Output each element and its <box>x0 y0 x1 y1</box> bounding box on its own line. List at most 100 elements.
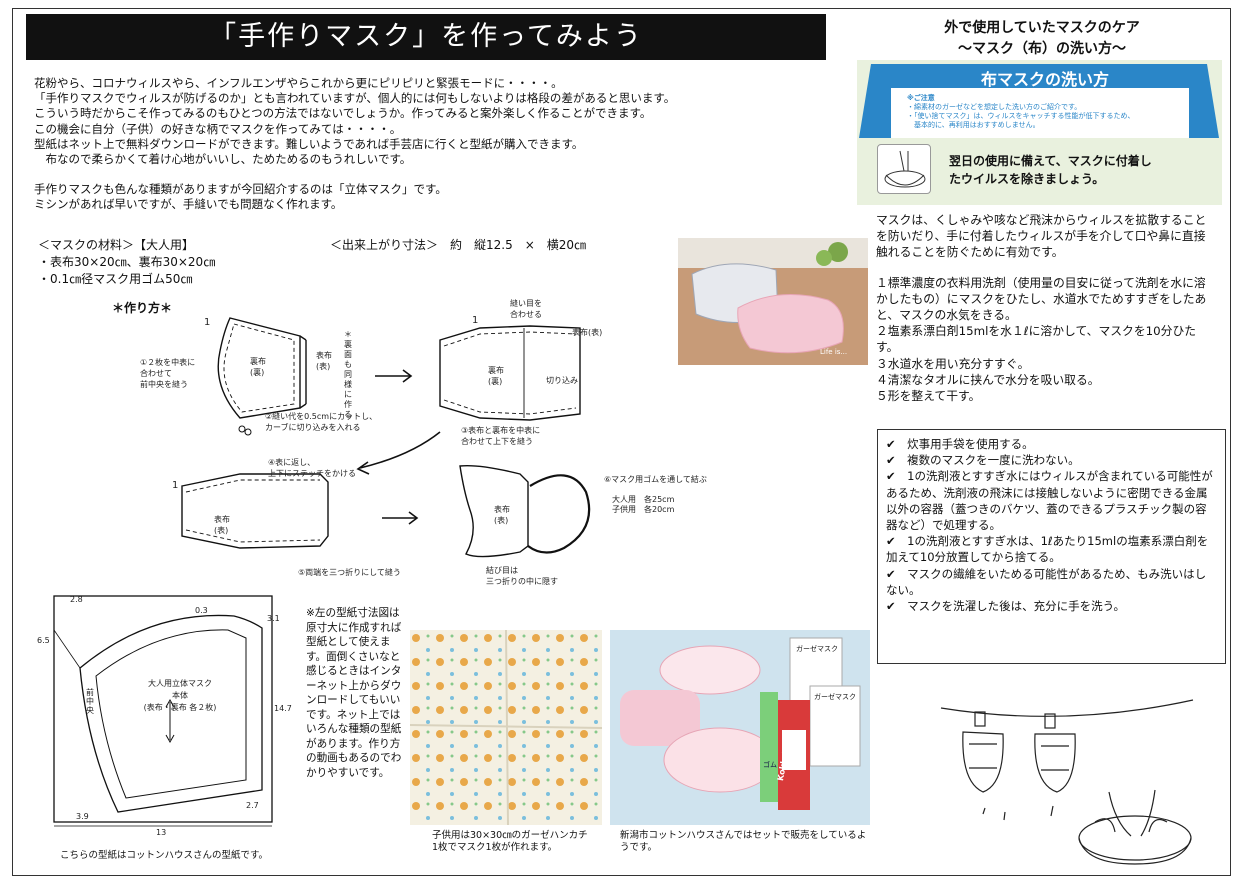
steps-heading: ＊作り方＊ <box>112 301 173 315</box>
washing-bowl-icon <box>877 144 931 194</box>
pattern-caption: こちらの型紙はコットンハウスさんの型紙です。 <box>60 850 269 861</box>
cut-label: 切り込み <box>546 376 578 385</box>
poster-note-head: ※ご注意 <box>907 94 935 102</box>
step4-mask-shape <box>181 473 329 549</box>
pattern-note: ※左の型紙寸法図は原寸大に作成すれば型紙として使えます。面倒くさいなと感じるとき… <box>306 607 402 779</box>
front-center-label: 前 中 央 <box>86 688 94 715</box>
step-number: 1 <box>204 317 211 328</box>
photo-caption-gauze: 子供用は30×30㎝のガーゼハンカチ1枚でマスク1枚が作れます。 <box>432 830 588 853</box>
step1-label: ①２枚を中表に 合わせて 前中央を縫う <box>140 358 196 389</box>
intro-line: 手作りマスクも色んな種類がありますが今回紹介するのは「立体マスク」です。 <box>34 182 447 197</box>
step6-label: ⑥マスク用ゴムを通して結ぶ <box>604 475 707 484</box>
pattern-dim: 6.5 <box>37 636 50 645</box>
elastic-size-adult: 大人用 各25cm <box>612 495 675 504</box>
step4-label: ④表に返し、 上下にステッチをかける <box>268 458 356 478</box>
pattern-label: (表布・裏布 各２枚) <box>143 703 217 712</box>
materials-heading: ＜マスクの材料＞【大人用】 <box>38 238 195 252</box>
page-frame <box>12 8 1231 876</box>
care-step: ２塩素系漂白剤15mlを水１ℓに溶かして、マスクを10分ひたす。 <box>876 324 1197 355</box>
step3-label: ③表布と裏布を中表に 合わせて上下を縫う <box>461 426 541 446</box>
check-icon: ✔ <box>886 469 896 484</box>
outer-label-step4: 表布 (表) <box>214 515 230 535</box>
elastic-size-child: 子供用 各20cm <box>612 505 675 514</box>
poster-note: ・綿素材のガーゼなどを想定した洗い方のご紹介です。 <box>907 103 1082 111</box>
step-number: 1 <box>472 315 479 326</box>
photo-caption-kit: 新潟市コットンハウスさんではセットで販売をしているようです。 <box>620 830 867 853</box>
step6-mask-shape <box>459 464 529 558</box>
pattern-dim: 0.3 <box>195 606 208 615</box>
photo-watermark: Life is... <box>820 348 848 356</box>
pattern-label: 本体 <box>172 691 188 700</box>
checklist-item: ✔ 炊事用手袋を使用する。 <box>886 437 1034 451</box>
finished-size: ＜出来上がり寸法＞ 約 縦12.5 × 横20㎝ <box>330 238 587 252</box>
care-step: ５形を整えて干す。 <box>876 389 981 404</box>
intro-line: 布なので柔らかくて着け心地がいいし、ためためるのもうれしいです。 <box>34 152 412 167</box>
gauze-handkerchief-photo <box>410 630 602 825</box>
poster-message: 翌日の使用に備えて、マスクに付着し たウイルスを除きましょう。 <box>949 154 1152 186</box>
step5-label: ⑤両端を三つ折りにして縫う <box>298 568 401 577</box>
step1-pattern-shape <box>217 317 301 419</box>
care-title: 外で使用していたマスクのケア ～マスク（布）の洗い方～ <box>860 18 1224 60</box>
step2-label: ②縫い代を0.5cmにカットし、 カーブに切り込みを入れる <box>265 412 378 432</box>
checklist-item: ✔ 複数のマスクを一度に洗わない。 <box>886 453 1080 468</box>
pattern-dim: 14.7 <box>274 704 292 713</box>
inner-label-step1: 裏布 (裏) <box>250 357 266 377</box>
caution-checklist: ✔ 炊事用手袋を使用する。 ✔ 複数のマスクを一度に洗わない。 ✔ 1の洗剤液と… <box>877 429 1226 664</box>
intro-line: 「手作りマスクでウィルスが防げるのか」とも言われていますが、個人的には何もしない… <box>34 91 676 106</box>
pattern-outer-rect <box>53 595 273 823</box>
back-note-label: ＊裏面も同様に作る <box>344 330 352 419</box>
check-icon: ✔ <box>886 437 896 451</box>
checklist-item: ✔ マスクの繊維をいためる可能性があるため、もみ洗いはしない。 <box>886 566 1207 597</box>
masks-photo: Life is... <box>678 238 868 365</box>
knot-label: 結び目は 三つ折りの中に隠す <box>486 566 558 586</box>
care-instructions: マスクは、くしゃみや咳など飛沫からウィルスを拡散することを防いだり、手に付着した… <box>876 212 1216 404</box>
page-title: 「手作りマスク」を作ってみよう <box>26 14 826 60</box>
check-icon: ✔ <box>886 566 896 581</box>
inner-label-step3: 裏布 (裏) <box>488 366 504 386</box>
pattern-dim: 3.9 <box>76 812 89 821</box>
intro-line: こういう時だからこそ作ってみるのもひとつの方法ではないでしょうか。作ってみると案… <box>34 106 652 121</box>
check-icon: ✔ <box>886 534 896 549</box>
intro-line: 型紙はネット上で無料ダウンロードができます。難しいようであれば手芸店に行くと型紙… <box>34 136 584 151</box>
pattern-dim: 2.7 <box>246 801 259 810</box>
seam-label: 縫い目を 合わせる <box>510 299 542 319</box>
mask-kit-photo: ガーゼマスク ガーゼマスク ゴム KokkaTape <box>610 630 870 825</box>
check-icon: ✔ <box>886 599 896 614</box>
pattern-diagram <box>53 595 273 827</box>
step-number: 1 <box>172 480 179 491</box>
check-icon: ✔ <box>886 453 896 468</box>
gauze-mask-package-label: ガーゼマスク <box>814 693 856 701</box>
materials-item: ・0.1㎝径マスク用ゴム50㎝ <box>38 272 193 286</box>
care-step: １標準濃度の衣料用洗剤（使用量の目安に従って洗剤を水に溶かしたもの）にマスクをひ… <box>876 275 1207 323</box>
drying-washing-illustration <box>940 699 1194 865</box>
care-intro: マスクは、くしゃみや咳など飛沫からウィルスを拡散することを防いだり、手に付着した… <box>876 213 1207 260</box>
pattern-dim: 3.1 <box>267 614 280 623</box>
pattern-outer-shape <box>79 614 263 813</box>
pattern-dim: 2.8 <box>70 595 83 604</box>
intro-text: 花粉やら、コロナウィルスやら、インフルエンザやらこれから更にピリピリと緊張モード… <box>34 76 834 213</box>
checklist-item: ✔ マスクを洗濯した後は、充分に手を洗う。 <box>886 599 1125 614</box>
materials-item: ・表布30×20㎝、裏布30×20㎝ <box>38 255 216 269</box>
poster-title: 布マスクの洗い方 <box>981 70 1110 89</box>
outer-label: 表布(表) <box>572 328 603 337</box>
rubber-label: ゴム <box>763 761 777 769</box>
intro-line: ミシンがあれば早いですが、手縫いでも問題なく作れます。 <box>34 197 343 212</box>
care-title-line: ～マスク（布）の洗い方～ <box>958 41 1126 57</box>
poster-note: ・「使い捨てマスク」は、ウィルスをキャッチする性能が低下するため、 <box>907 112 1135 120</box>
outer-label-step6: 表布 (表) <box>494 505 510 525</box>
checklist-item: ✔ 1の洗剤液とすすぎ水にはウィルスが含まれている可能性があるため、洗剤液の飛沫… <box>886 469 1213 533</box>
outer-label-step1: 表布 (表) <box>316 351 332 371</box>
poster-note: 基本的に、再利用はおすすめしません。 <box>907 121 1040 129</box>
steps-diagram <box>181 317 591 558</box>
pattern-dim: 13 <box>156 828 167 837</box>
step3-open-shape <box>439 325 581 421</box>
washing-poster: 布マスクの洗い方 ※ご注意 ・綿素材のガーゼなどを想定した洗い方のご紹介です。 … <box>857 60 1222 205</box>
care-title-line: 外で使用していたマスクのケア <box>944 20 1140 36</box>
care-step: ４清潔なタオルに挟んで水分を吸い取る。 <box>876 372 1100 387</box>
intro-line: この機会に自分（子供）の好きな柄でマスクを作ってみては・・・・。 <box>34 121 402 136</box>
checklist-item: ✔ 1の洗剤液とすすぎ水は、1ℓあたり15mlの塩素系漂白剤を加えて10分放置し… <box>886 534 1209 565</box>
pattern-label: 大人用立体マスク <box>148 679 212 688</box>
intro-line: 花粉やら、コロナウィルスやら、インフルエンザやらこれから更にピリピリと緊張モード… <box>34 76 563 90</box>
gauze-mask-package-label: ガーゼマスク <box>796 645 838 653</box>
care-step: ３水道水を用い充分すすぐ。 <box>876 356 1030 371</box>
